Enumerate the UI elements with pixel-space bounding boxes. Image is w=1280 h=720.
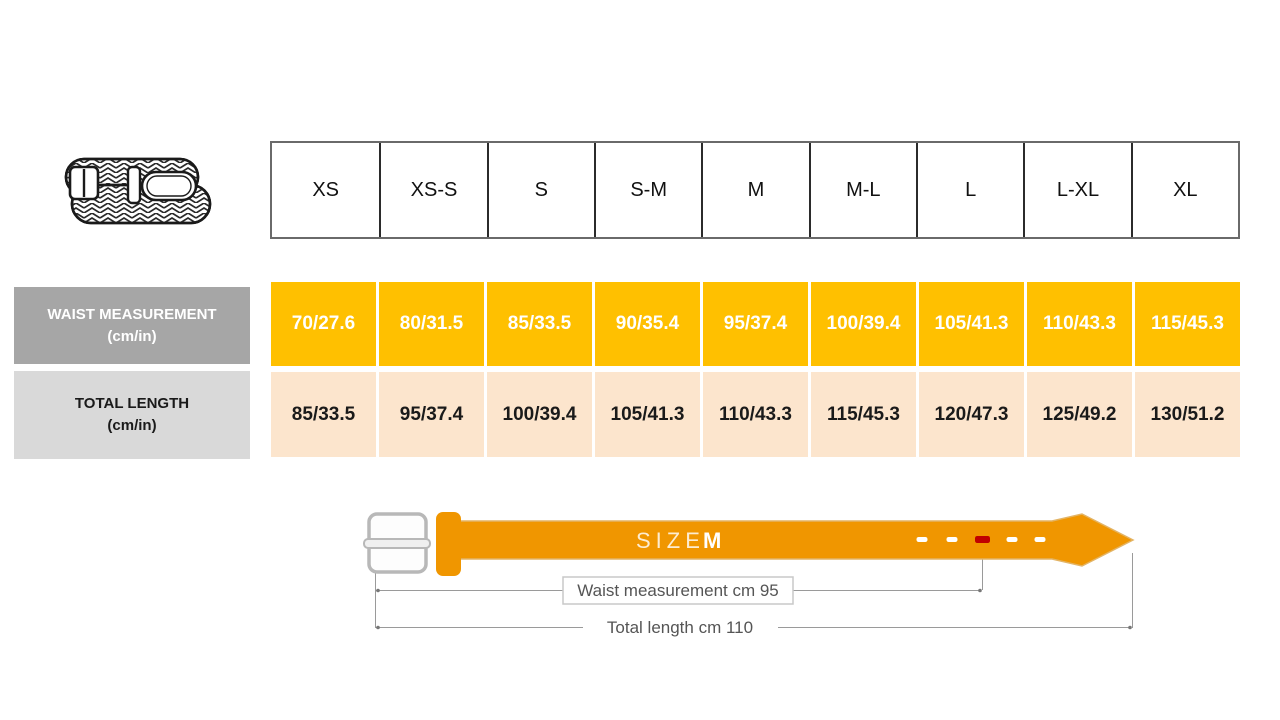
length-value-cell: 130/51.2 [1135, 372, 1240, 457]
waist-value-cell: 85/33.5 [487, 282, 592, 366]
line-end-dot [376, 588, 380, 593]
buckle-prong [363, 538, 431, 549]
length-value-cell: 100/39.4 [487, 372, 592, 457]
size-word-label: SIZE [636, 528, 705, 553]
braided-belt-icon [52, 143, 217, 241]
length-value-cell: 115/45.3 [811, 372, 916, 457]
row-label-unit: (cm/in) [107, 327, 157, 345]
waist-value-cell: 95/37.4 [703, 282, 808, 366]
size-cell: XS [312, 178, 339, 201]
line-end-dot [978, 588, 982, 593]
belt-measurement-diagram: SIZE M Waist measurement cm 95 Total len… [0, 495, 1280, 660]
waist-value-cell: 90/35.4 [595, 282, 700, 366]
waist-value-cell: 100/39.4 [811, 282, 916, 366]
total-length-values-row: 85/33.5 95/37.4 100/39.4 105/41.3 110/43… [271, 372, 1240, 457]
belt-hole [1034, 537, 1046, 542]
size-cell: M-L [808, 143, 916, 237]
row-label-title: WAIST MEASUREMENT [47, 305, 217, 323]
waist-value-cell: 80/31.5 [379, 282, 484, 366]
total-length-text-mask [583, 614, 778, 640]
length-value-cell: 85/33.5 [271, 372, 376, 457]
length-value-cell: 125/49.2 [1027, 372, 1132, 457]
length-value-cell: 120/47.3 [919, 372, 1024, 457]
waist-measurement-values-row: 70/27.6 80/31.5 85/33.5 90/35.4 95/37.4 … [271, 282, 1240, 366]
size-cell: L-XL [1023, 143, 1130, 237]
length-value-cell: 105/41.3 [595, 372, 700, 457]
row-label-title: TOTAL LENGTH [74, 395, 190, 413]
belt-hole [916, 537, 928, 542]
size-cell: XS-S [379, 143, 486, 237]
row-label-unit: (cm/in) [107, 417, 157, 434]
size-cell: S [486, 143, 594, 237]
belt-hole [946, 537, 958, 542]
size-value-label: M [703, 528, 721, 553]
total-length-annotation-text: Total length cm 110 [607, 618, 753, 637]
line-end-dot [1128, 625, 1132, 630]
total-length-row-label: TOTAL LENGTH (cm/in) [14, 371, 250, 459]
belt-keeper-loop [436, 512, 461, 576]
size-cell: M [701, 143, 808, 237]
waist-value-cell: 105/41.3 [919, 282, 1024, 366]
size-header-row: XS XS-S S S-M M M-L L L-XL XL [270, 141, 1240, 239]
waist-measurement-row-label: WAIST MEASUREMENT (cm/in) [14, 287, 250, 364]
waist-annotation-box [562, 576, 794, 605]
waist-value-cell: 115/45.3 [1135, 282, 1240, 366]
line-end-dot [376, 625, 380, 630]
waist-annotation-text: Waist measurement cm 95 [577, 581, 779, 600]
size-cell: L [916, 143, 1023, 237]
waist-value-cell: 110/43.3 [1027, 282, 1132, 366]
size-cell: XL [1130, 143, 1238, 237]
size-cell: S-M [594, 143, 701, 237]
belt-strap [449, 513, 1135, 567]
length-value-cell: 95/37.4 [379, 372, 484, 457]
waist-value-cell: 70/27.6 [271, 282, 376, 366]
belt-hole-highlighted [975, 536, 990, 543]
length-value-cell: 110/43.3 [703, 372, 808, 457]
belt-hole [1006, 537, 1018, 542]
